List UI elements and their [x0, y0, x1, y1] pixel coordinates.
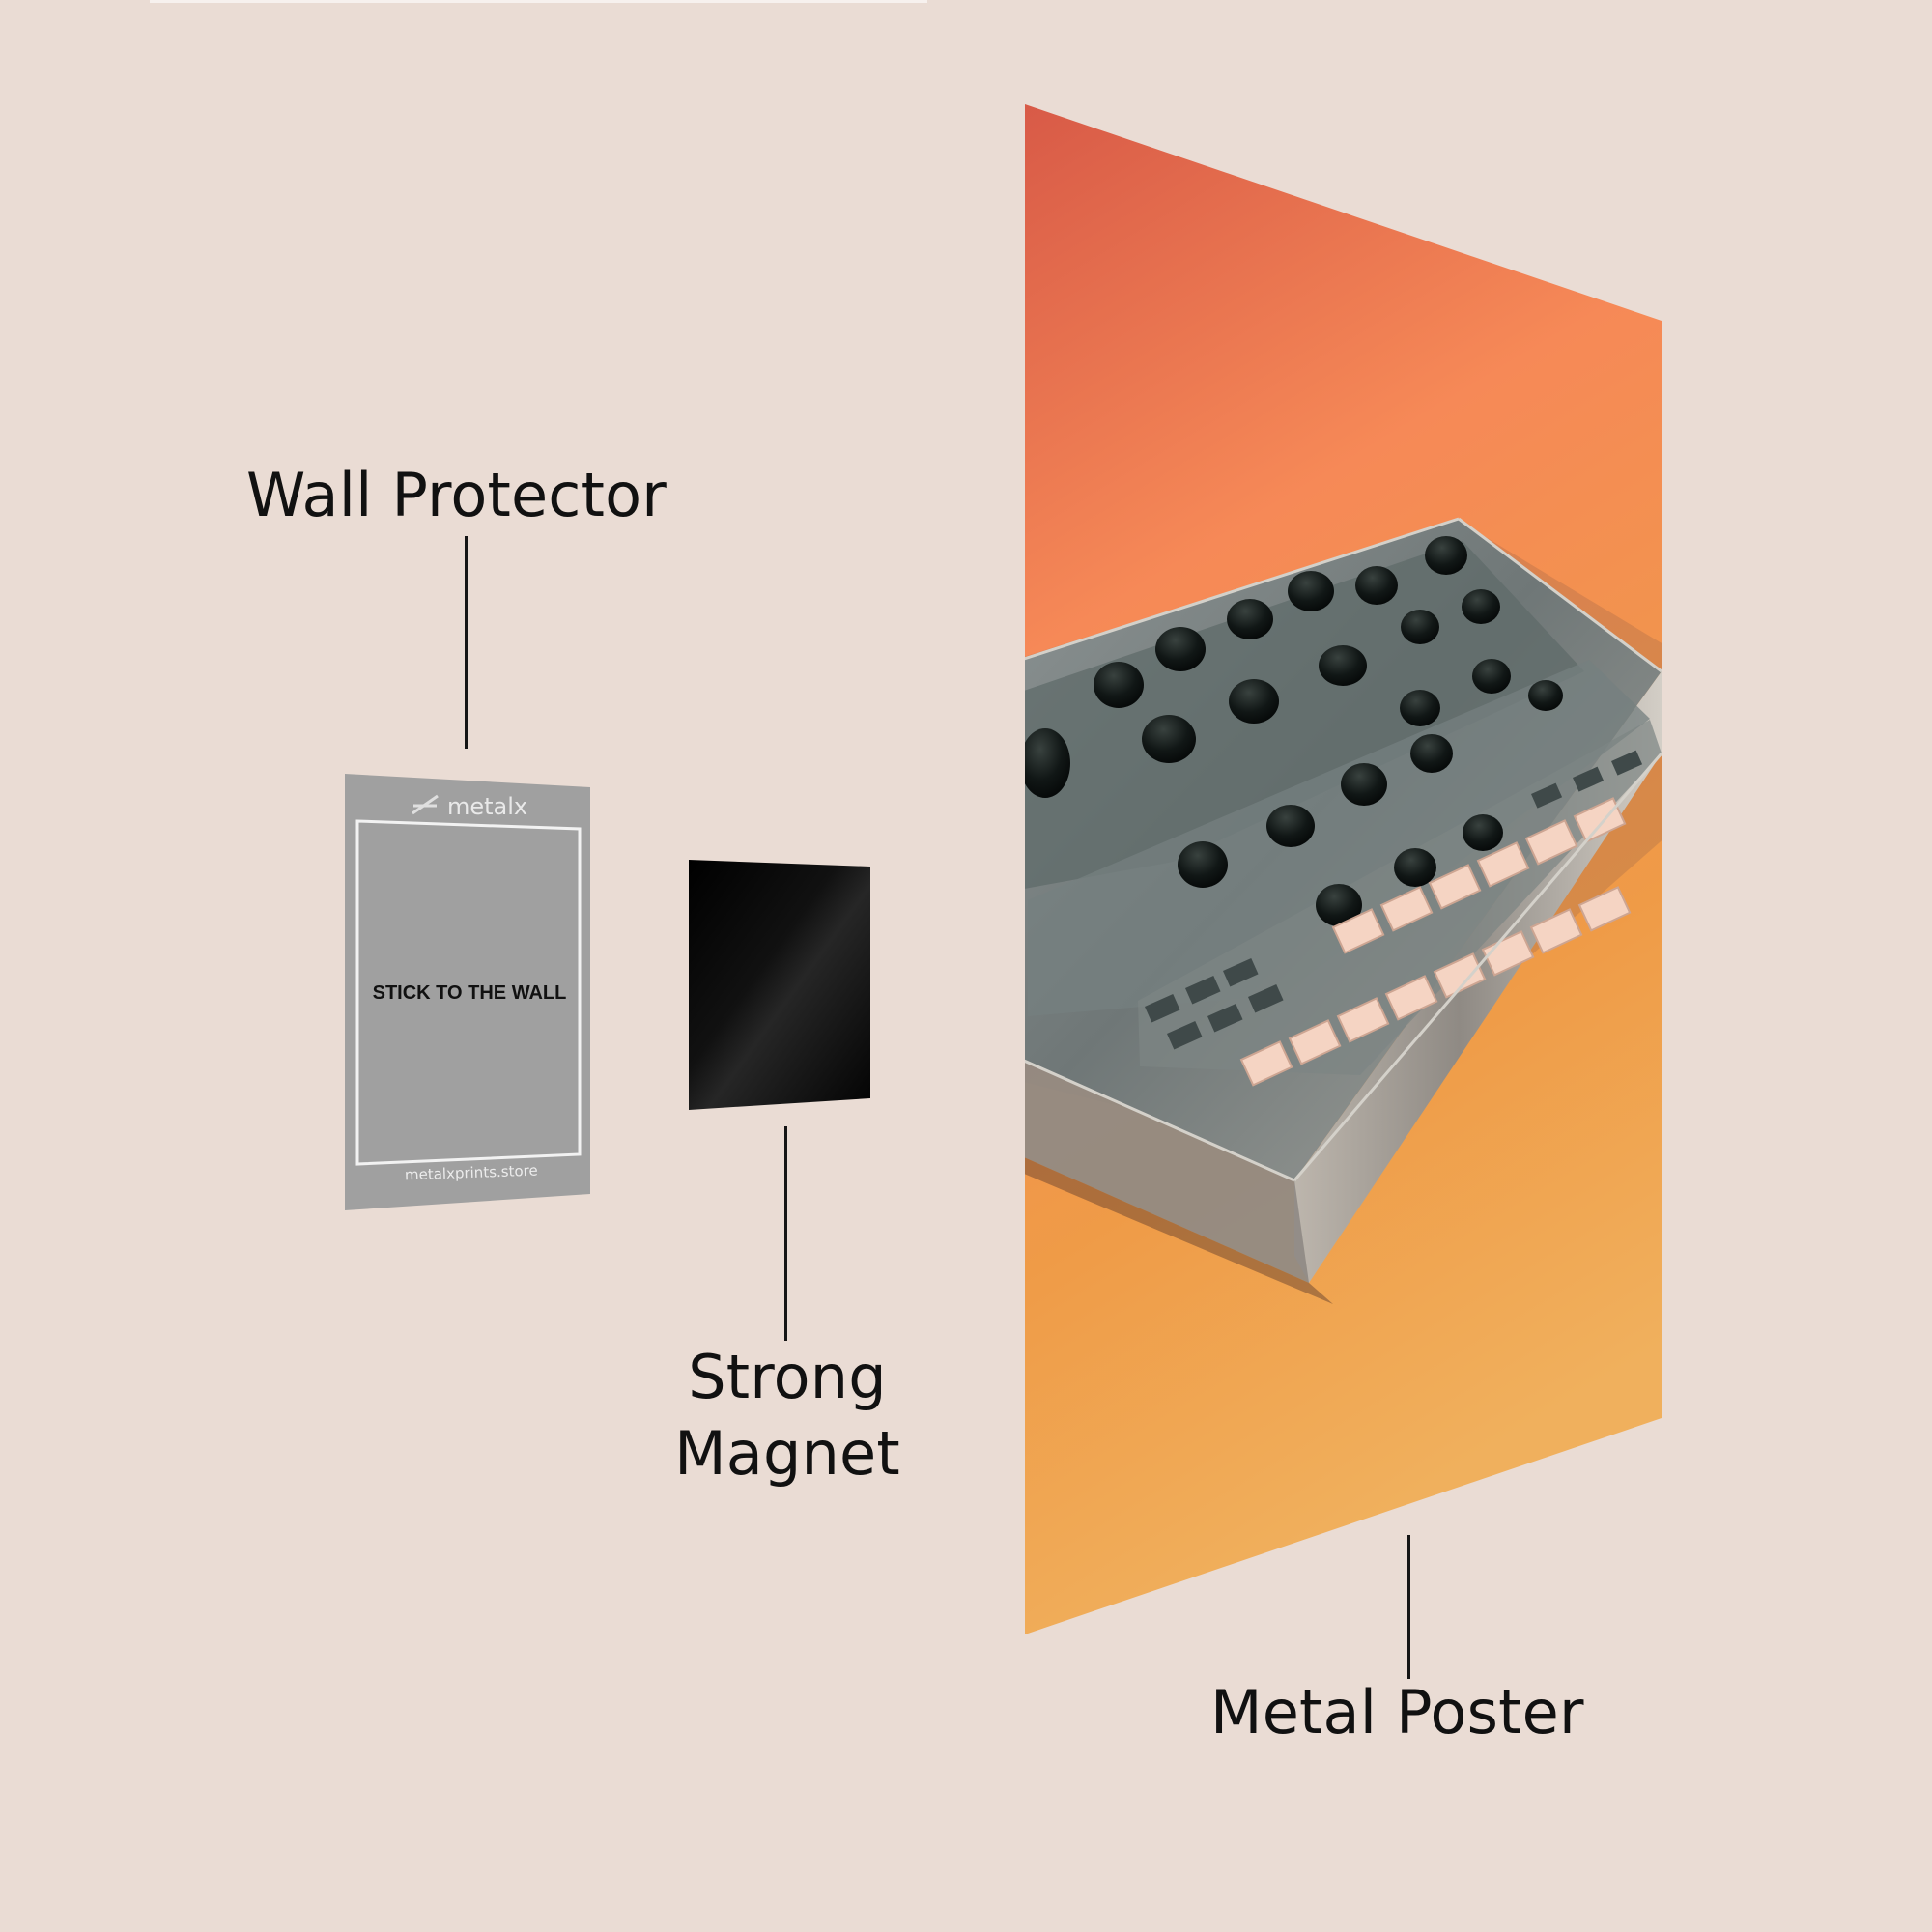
- knob-row-middle: [1025, 645, 1563, 798]
- strong-magnet-piece: [689, 860, 870, 1110]
- strong-magnet-leader-line: [784, 1126, 787, 1341]
- strong-magnet-label-line-1: Strong: [688, 1342, 887, 1412]
- website-text: metalxprints.store: [405, 1162, 538, 1184]
- knob-row-top: [1094, 536, 1500, 708]
- wall-protector-border: [355, 819, 582, 1166]
- button-section-panel: [1028, 660, 1650, 1016]
- metal-poster: [1025, 104, 1662, 1634]
- knob-row-bottom: [1178, 734, 1503, 926]
- metalx-logo-icon: [412, 794, 439, 815]
- wall-protector-leader-line: [465, 536, 468, 749]
- wall-protector-surface: [345, 774, 590, 1210]
- wall-protector-card: metalx STICK TO THE WALL metalxprints.st…: [345, 774, 590, 1210]
- metal-poster-leader-line: [1407, 1535, 1410, 1679]
- dark-control-buttons: [1145, 750, 1643, 1050]
- metal-poster-label: Metal Poster: [1210, 1677, 1584, 1747]
- device-front-side: [1025, 1061, 1309, 1283]
- stick-to-wall-text: STICK TO THE WALL: [373, 982, 567, 1004]
- magnet-surface: [689, 860, 870, 1110]
- top-highlight-strip: [150, 0, 927, 3]
- strong-magnet-label-line-2: Magnet: [674, 1418, 900, 1489]
- drum-machine-artwork: [1025, 517, 1662, 1304]
- metalx-brand-text: metalx: [447, 793, 527, 820]
- wall-protector-label: Wall Protector: [246, 460, 667, 530]
- knob-section-panel: [1025, 541, 1584, 889]
- device-highlights: [1025, 517, 1662, 1182]
